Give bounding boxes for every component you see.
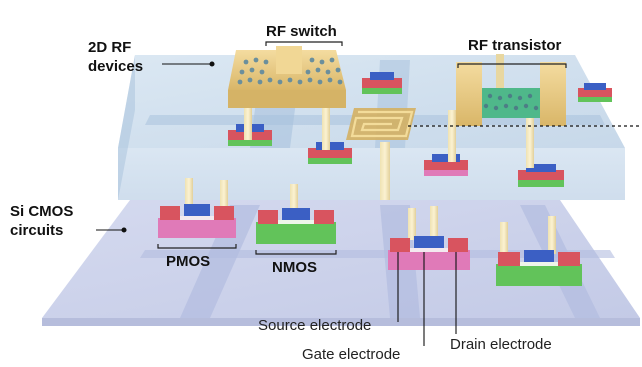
cmos-transistor-labeled [388, 236, 470, 270]
rf-slab-front [118, 148, 625, 200]
nmos-drain [314, 210, 334, 224]
pmos-label: PMOS [166, 253, 210, 270]
source-electrode [390, 238, 410, 252]
pmos-device [157, 204, 237, 249]
rf-slab-side [118, 55, 135, 200]
via [322, 108, 330, 150]
via [548, 216, 556, 254]
upper-transistor [362, 72, 402, 94]
nmos-device [255, 208, 337, 255]
pmos-gate [184, 204, 210, 216]
upper-transistor [578, 83, 612, 102]
rf-transistor-gate [496, 54, 504, 88]
nmos-source [258, 210, 278, 224]
via [430, 206, 438, 240]
nmos-bracket [255, 250, 337, 255]
vias [185, 100, 556, 254]
si-cmos-leader-dot [121, 227, 127, 233]
interconnect-line [180, 205, 260, 318]
interconnect-line [140, 250, 615, 258]
via [500, 222, 508, 252]
drain-electrode [448, 238, 468, 252]
via [220, 180, 228, 214]
via [244, 100, 252, 140]
rf-devices-leader-dot [209, 61, 215, 67]
via [380, 142, 390, 200]
si-cmos-label-line2: circuits [10, 222, 63, 239]
rf-switch-slab-front [228, 90, 346, 108]
nmos-oxide [278, 220, 314, 224]
2d-material-lattice [483, 93, 539, 111]
gate-electrode [414, 236, 444, 248]
via [408, 208, 416, 240]
upper-transistor [518, 164, 564, 187]
drain-electrode-label: Drain electrode [450, 336, 552, 353]
via [185, 178, 193, 214]
gate-electrode-label: Gate electrode [302, 346, 400, 363]
2d-material-lattice [237, 57, 343, 85]
pmos-drain [214, 206, 234, 220]
source-electrode-label: Source electrode [258, 317, 371, 334]
nmos-gate [282, 208, 310, 220]
rf-transistor-drain [540, 62, 566, 126]
pmos-bracket [157, 244, 237, 249]
cmos-slab-front [42, 318, 640, 326]
upper-transistor [424, 154, 468, 176]
rf-switch-bracket [265, 41, 343, 46]
inductor-spiral [350, 110, 414, 138]
via [448, 110, 456, 162]
rf-switch-device [228, 41, 346, 108]
via [526, 108, 534, 168]
pmos-source [160, 206, 180, 220]
pmos-body [158, 218, 236, 238]
spiral-inductor [346, 108, 642, 140]
labeled-oxide [410, 248, 448, 252]
cmos-transistor [496, 250, 582, 286]
rf-switch-label: RF switch [266, 23, 337, 40]
nmos-label: NMOS [272, 259, 317, 276]
rf-transistor-channel [464, 88, 556, 118]
rf-transistor-label: RF transistor [468, 37, 562, 54]
via [290, 184, 298, 216]
rf-transistor-bracket [457, 63, 567, 68]
rf-transistor-device [456, 54, 567, 126]
rf-devices-label-line2: devices [88, 58, 143, 75]
rf-switch-top-contact [276, 46, 302, 74]
si-cmos-label-line1: Si CMOS [10, 203, 73, 220]
rf-devices-label-line1: 2D RF [88, 39, 131, 56]
leader-lines [96, 61, 457, 346]
labeled-body [388, 250, 470, 270]
rf-transistor-source [456, 62, 482, 126]
pmos-oxide [180, 216, 214, 220]
nmos-body [256, 222, 336, 244]
